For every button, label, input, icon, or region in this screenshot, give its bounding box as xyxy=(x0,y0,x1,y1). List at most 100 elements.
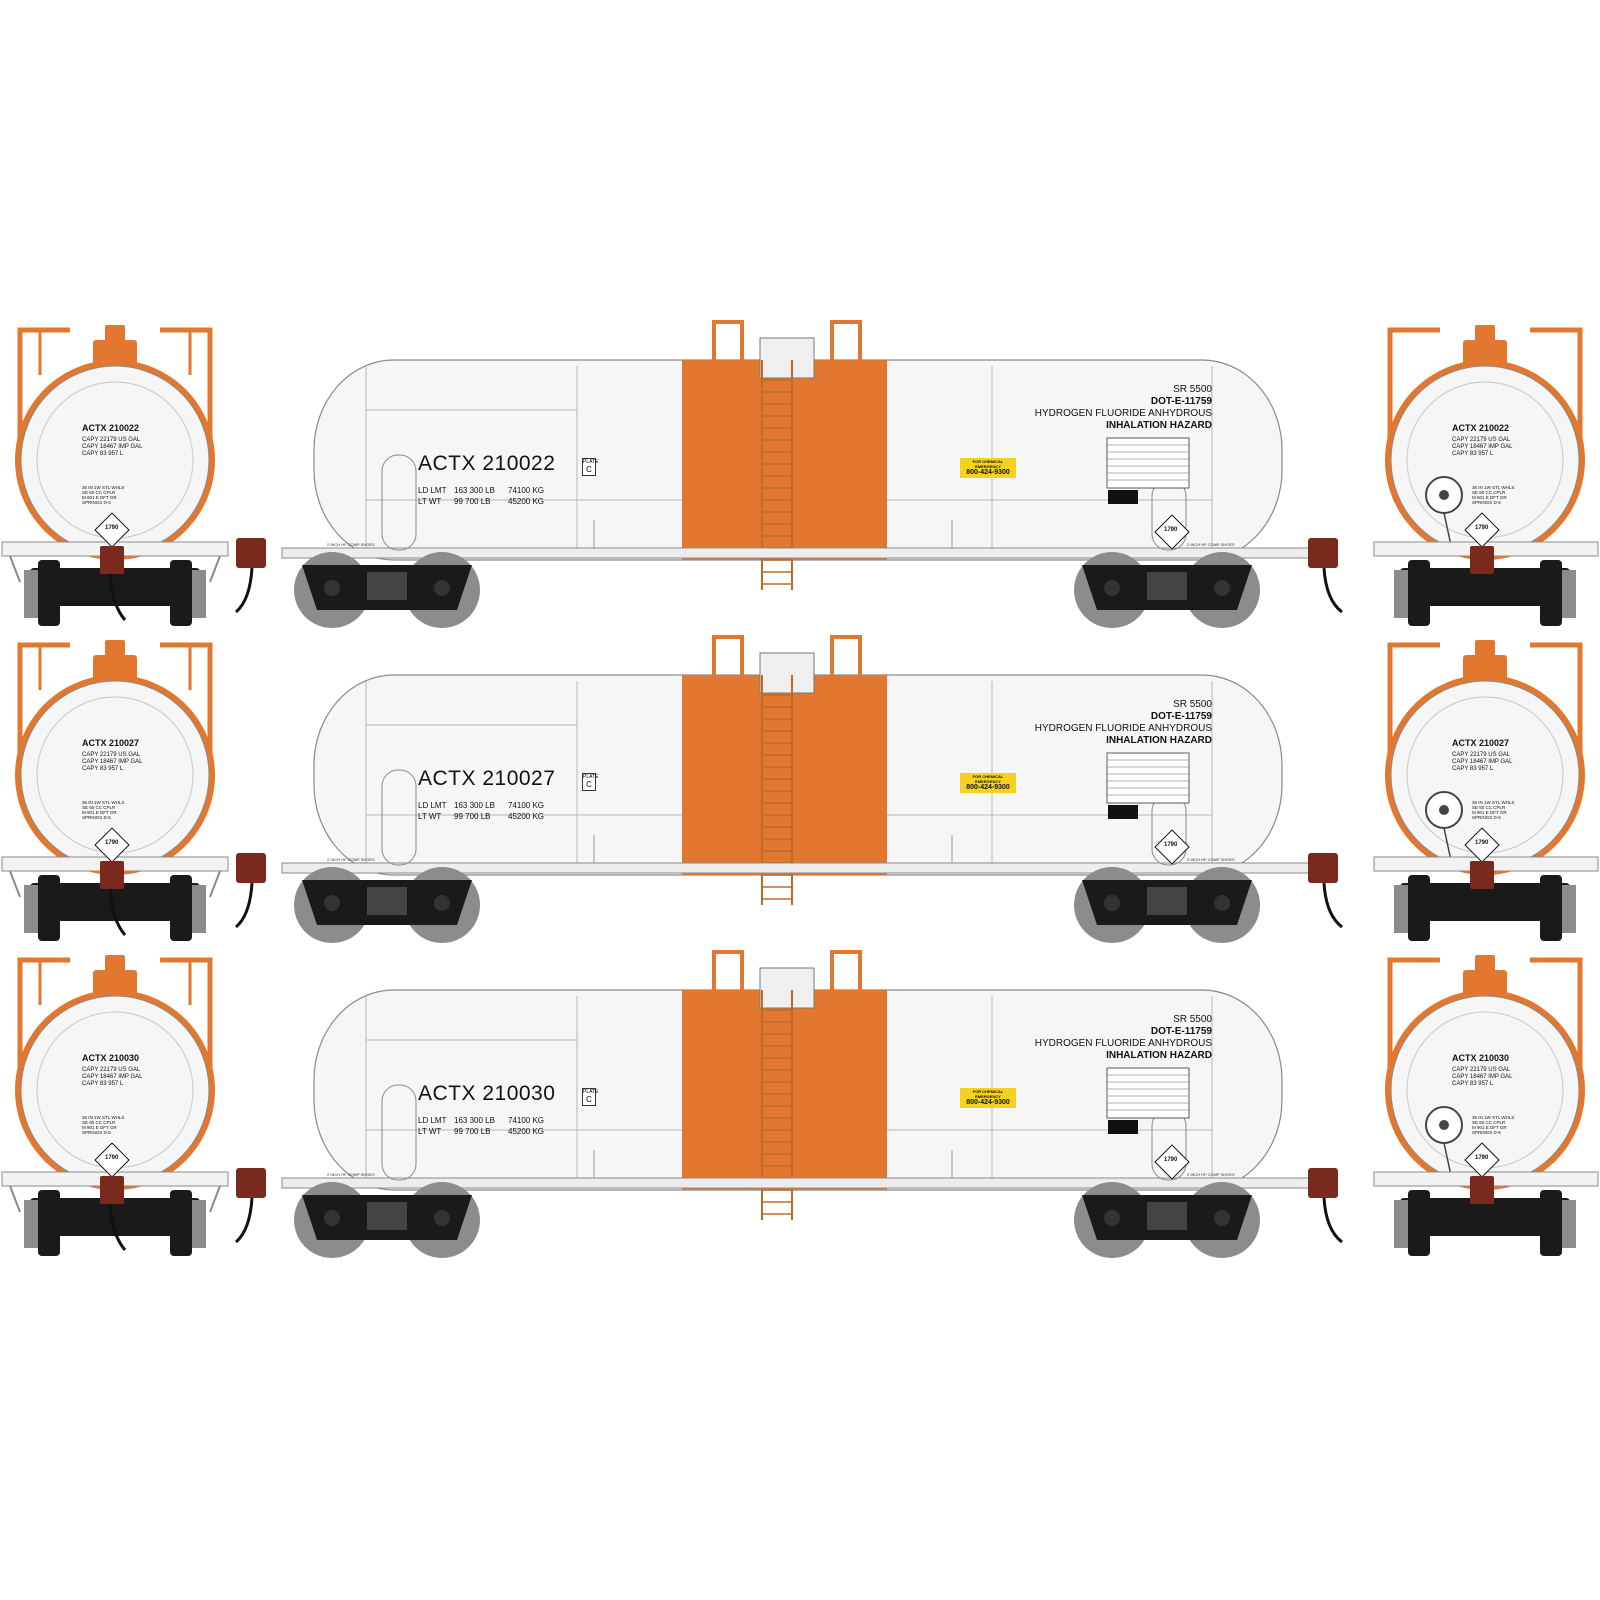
end-view-drawing xyxy=(1,955,229,1256)
end-capacity-l: CAPY 83 957 L xyxy=(82,766,124,772)
end-wheel-face-left xyxy=(1394,570,1408,618)
axle-hub xyxy=(1104,1210,1120,1226)
end-truck xyxy=(1400,568,1570,606)
dome-railing xyxy=(712,950,862,1008)
end-wheel-right xyxy=(170,560,192,626)
end-spec-1: 36 IN 1W STL WHLS xyxy=(1472,1115,1515,1120)
placard-number: 1790 xyxy=(1164,527,1178,533)
end-capacity-imp: CAPY 18467 IMP GAL xyxy=(82,759,143,765)
coupler xyxy=(236,538,266,568)
comp-shoes-left: 2 INCH HF COMP SHOES xyxy=(327,1172,375,1177)
coupler xyxy=(1308,1168,1338,1198)
end-wheel-left xyxy=(1408,1190,1430,1256)
truck-springs xyxy=(1147,572,1187,600)
axle-hub xyxy=(434,895,450,911)
end-hatch xyxy=(381,1084,417,1181)
dot-number: DOT-E-11759 xyxy=(1150,396,1212,407)
end-wheel-face-right xyxy=(192,1200,206,1248)
end-capacity-l: CAPY 83 957 L xyxy=(82,451,124,457)
plate-letter: C xyxy=(586,780,592,789)
end-handrail xyxy=(1387,327,1583,455)
placard-diamond xyxy=(94,1142,130,1178)
dome-railing xyxy=(712,320,862,378)
side-view-drawing xyxy=(234,635,1343,943)
end-spec-1: 36 IN 1W STL WHLS xyxy=(82,485,125,490)
end-spec-1: 36 IN 1W STL WHLS xyxy=(82,1115,125,1120)
end-wheel-left xyxy=(38,1190,60,1256)
coupler xyxy=(1470,861,1494,889)
commodity-name: HYDROGEN FLUORIDE ANHYDROUS xyxy=(1034,723,1212,734)
coupler xyxy=(1470,1176,1494,1204)
lt-wt-lb: 99 700 LB xyxy=(454,1127,491,1136)
end-capacity-imp: CAPY 18467 IMP GAL xyxy=(1452,1074,1513,1080)
emergency-label-title: FOR CHEMICAL EMERGENCY xyxy=(972,459,1004,469)
ld-lmt-lb: 163 300 LB xyxy=(454,801,495,810)
coupler xyxy=(100,861,124,889)
data-table xyxy=(1106,752,1190,804)
end-spec-2: SE 60 CC CPLR xyxy=(82,1120,116,1125)
orange-band xyxy=(682,675,887,875)
end-wheel-left xyxy=(1408,560,1430,626)
ld-lmt-lb: 163 300 LB xyxy=(454,1116,495,1125)
end-placard-number: 1790 xyxy=(105,1155,119,1161)
dome-valve xyxy=(759,337,815,379)
placard-diamond xyxy=(1464,1142,1500,1178)
axle-hub xyxy=(1104,580,1120,596)
end-spec-1: 36 IN 1W STL WHLS xyxy=(1472,800,1515,805)
end-spec-3: M 901 E DFT GR xyxy=(82,810,117,815)
end-placard-number: 1790 xyxy=(105,840,119,846)
placard-diamond xyxy=(1154,514,1190,550)
emergency-label-title: FOR CHEMICAL EMERGENCY xyxy=(972,1089,1004,1099)
air-hose xyxy=(108,888,127,936)
end-view-drawing xyxy=(1,325,229,626)
end-capacity-us: CAPY 22179 US GAL xyxy=(82,437,141,443)
ld-lmt-label: LD LMT xyxy=(418,801,447,810)
end-capacity-imp: CAPY 18467 IMP GAL xyxy=(82,1074,143,1080)
end-spec-1: 36 IN 1W STL WHLS xyxy=(82,800,125,805)
end-reporting-mark: ACTX 210027 xyxy=(82,738,140,748)
end-hatch xyxy=(381,454,417,551)
end-spec-4: SPRINGS D-5 xyxy=(82,500,111,505)
emergency-phone: 800-424-9300 xyxy=(966,1099,1010,1106)
sr-number: SR 5500 xyxy=(1173,1014,1212,1025)
dot-number: DOT-E-11759 xyxy=(1150,1026,1212,1037)
sr-number: SR 5500 xyxy=(1173,384,1212,395)
end-capacity-imp: CAPY 18467 IMP GAL xyxy=(1452,759,1513,765)
end-spec-3: M 901 E DFT GR xyxy=(1472,1125,1507,1130)
dome-railing xyxy=(712,635,862,693)
orange-band xyxy=(682,990,887,1190)
valve-cap xyxy=(105,955,125,975)
plate-label: PLATE xyxy=(583,774,599,780)
end-view-drawing xyxy=(1373,640,1599,941)
axle-hub xyxy=(1214,1210,1230,1226)
end-step xyxy=(9,555,221,583)
end-handrail xyxy=(1387,957,1583,1085)
end-handrail-post xyxy=(38,330,192,375)
end-capacity-us: CAPY 22179 US GAL xyxy=(1452,752,1511,758)
end-wheel-face-left xyxy=(1394,1200,1408,1248)
end-capacity-l: CAPY 83 957 L xyxy=(82,1081,124,1087)
truck-springs xyxy=(367,572,407,600)
end-spec-3: M 901 E DFT GR xyxy=(1472,810,1507,815)
end-capacity-imp: CAPY 18467 IMP GAL xyxy=(1452,444,1513,450)
end-spec-2: SE 60 CC CPLR xyxy=(82,805,116,810)
end-handrail-post xyxy=(38,960,192,1005)
end-spec-2: SE 60 CC CPLR xyxy=(82,490,116,495)
end-wheel-right xyxy=(1540,875,1562,941)
coupler xyxy=(1308,853,1338,883)
plate-label: PLATE xyxy=(583,459,599,465)
end-reporting-mark: ACTX 210030 xyxy=(82,1053,140,1063)
emergency-phone: 800-424-9300 xyxy=(966,469,1010,476)
ld-lmt-kg: 74100 KG xyxy=(508,486,545,495)
coupler xyxy=(236,1168,266,1198)
end-truck xyxy=(30,883,200,921)
end-view-drawing xyxy=(1,640,229,941)
end-view-drawing xyxy=(1373,955,1599,1256)
